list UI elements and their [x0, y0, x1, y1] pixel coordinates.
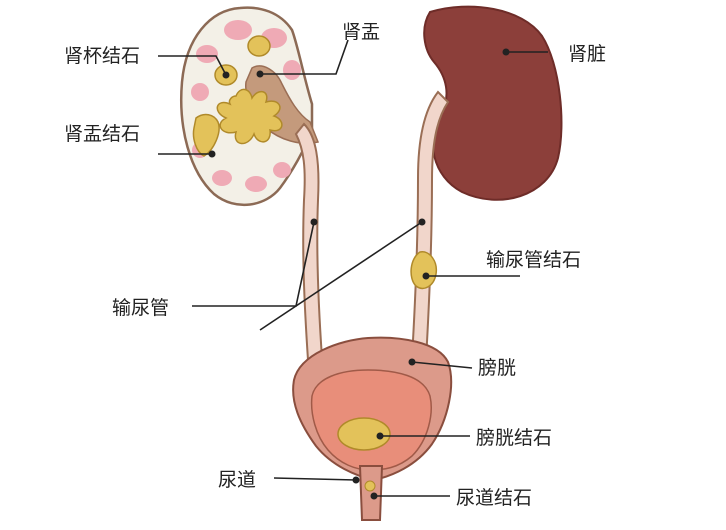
- calyx-stone-upper: [247, 35, 271, 57]
- bladder-stone-shape: [337, 417, 391, 451]
- label-renal-pelvis: 肾盂: [342, 21, 380, 43]
- leader-lines: [158, 39, 548, 497]
- leader-calyx-stone: [158, 55, 227, 76]
- renal-pelvis-stone-tail: [192, 113, 220, 157]
- leader-ureter-left: [192, 221, 315, 307]
- leader-urethra: [273, 477, 357, 481]
- label-kidney-calyx-stone: 肾杯结石: [64, 45, 140, 67]
- leader-dots: [208, 48, 510, 500]
- label-bladder-stone: 膀胱结石: [476, 427, 552, 449]
- label-bladder: 膀胱: [478, 357, 516, 379]
- renal-pelvis-stone-shape: [216, 88, 283, 145]
- label-ureter-stone: 输尿管结石: [486, 249, 581, 271]
- ureter-stone-shape: [410, 251, 438, 290]
- left-kidney: [180, 6, 320, 207]
- leader-ureter-right: [259, 221, 423, 331]
- label-urethra-stone: 尿道结石: [456, 487, 532, 509]
- leader-renal-pelvis: [260, 39, 349, 75]
- leader-bladder: [411, 361, 473, 369]
- label-ureter: 输尿管: [112, 297, 169, 319]
- label-kidney: 肾脏: [568, 43, 606, 65]
- right-kidney: [423, 5, 563, 201]
- label-urethra: 尿道: [218, 469, 256, 491]
- urethra-tube: [358, 465, 384, 521]
- urethra-stone-shape: [364, 480, 376, 492]
- label-renal-pelvis-stone: 肾盂结石: [64, 123, 140, 145]
